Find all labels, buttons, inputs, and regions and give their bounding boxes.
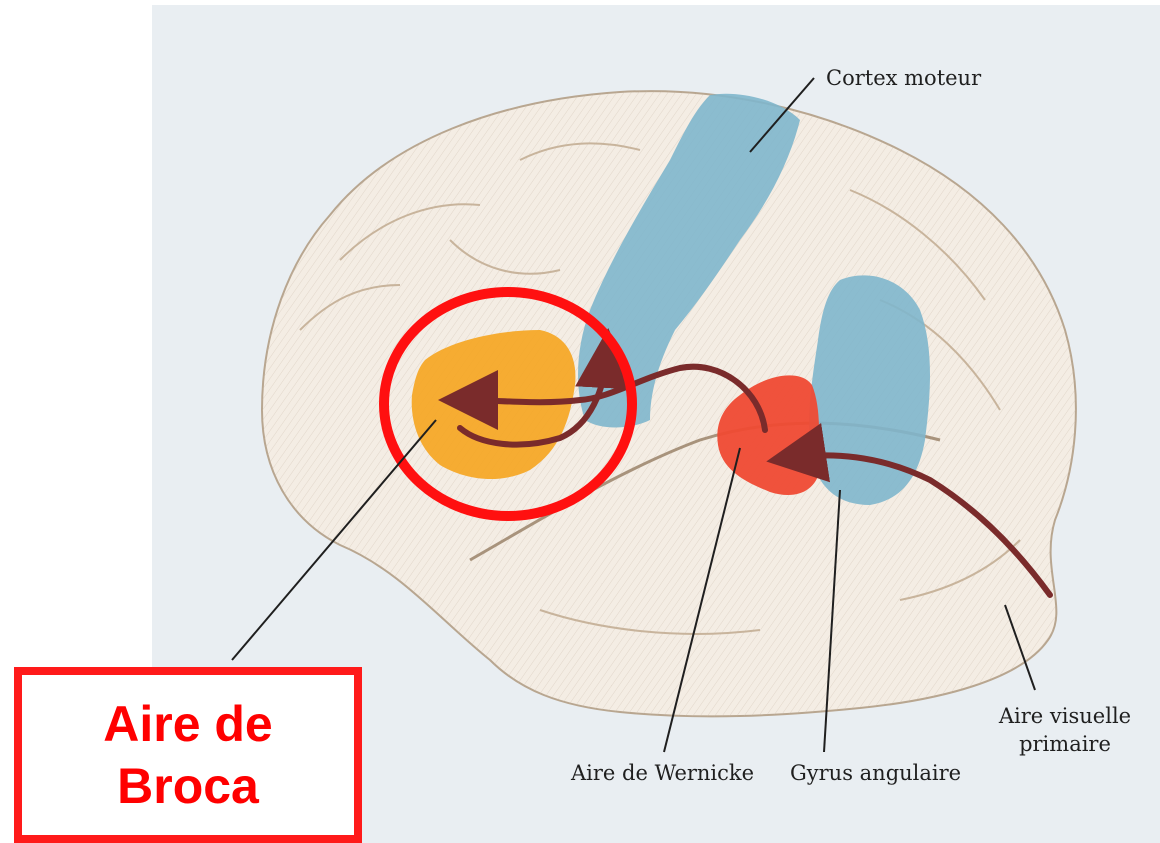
label-cortex-moteur: Cortex moteur xyxy=(826,64,981,92)
label-aire-de-wernicke: Aire de Wernicke xyxy=(571,759,754,787)
broca-callout-box: Aire de Broca xyxy=(14,667,362,843)
label-gyrus-angulaire: Gyrus angulaire xyxy=(790,759,961,787)
label-aire-visuelle-primaire: Aire visuelle primaire xyxy=(990,702,1140,758)
broca-callout-text: Aire de Broca xyxy=(58,693,318,817)
